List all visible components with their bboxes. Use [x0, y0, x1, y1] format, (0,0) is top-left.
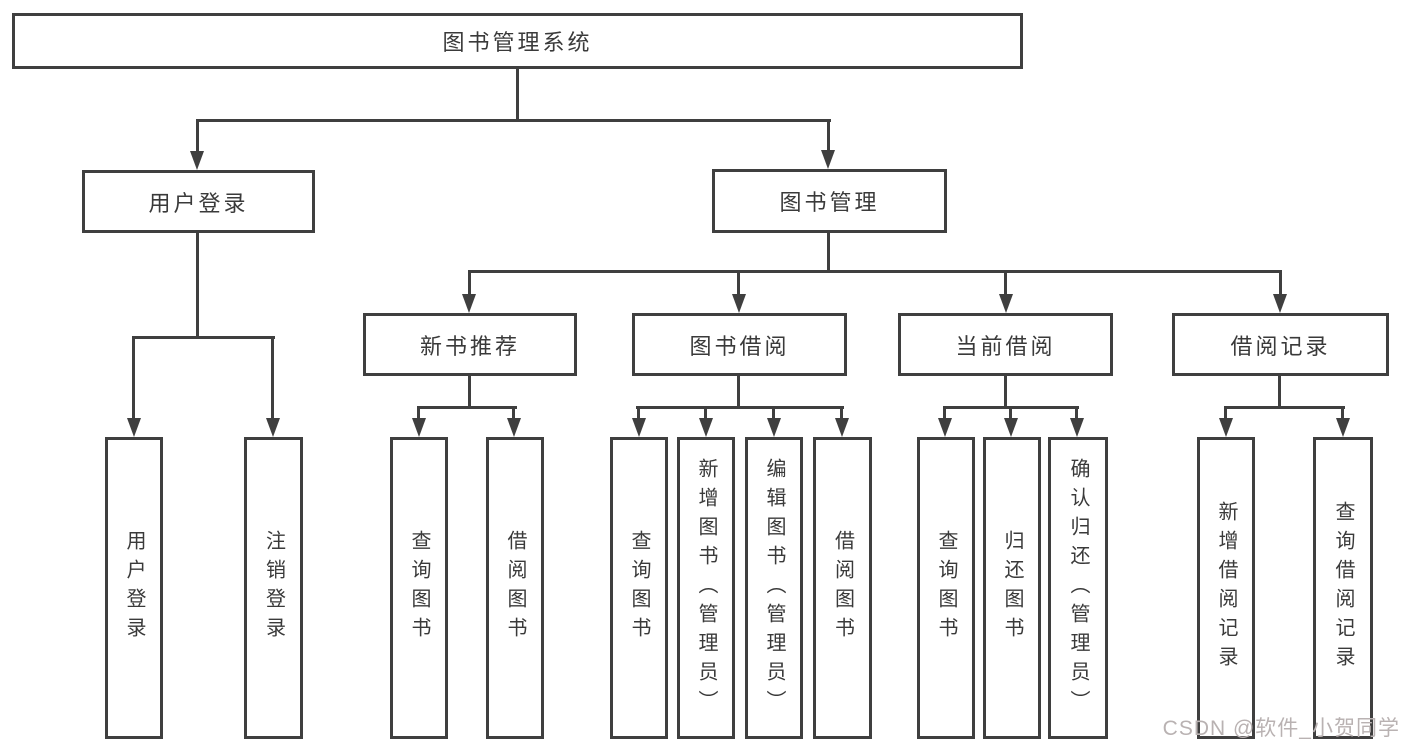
arrowhead-down-icon	[1070, 418, 1084, 437]
node-label: 当前借阅	[955, 333, 1056, 359]
arrowhead-down-icon	[938, 418, 952, 437]
node-borrow-records: 借阅记录	[1172, 313, 1389, 376]
connector-current-borrow-drop	[1004, 374, 1007, 409]
connector-to-leaf	[637, 406, 640, 422]
leaf-add-borrow-record: 新增借阅记录	[1197, 437, 1255, 739]
connector-to-borrow-records	[1279, 273, 1282, 298]
connector-branch-level2	[468, 270, 1282, 273]
node-label: 注销登录	[262, 530, 285, 646]
arrowhead-down-icon	[732, 294, 746, 313]
connector-borrow-records-drop	[1278, 374, 1281, 409]
node-label: 新书推荐	[419, 333, 520, 359]
connector-branch-level1	[196, 119, 831, 122]
connector-to-leaf	[772, 406, 775, 422]
connector-to-book-borrow	[737, 273, 740, 298]
connector-root-drop	[516, 66, 519, 122]
connector-to-book-management	[827, 122, 830, 154]
connector-to-leaf	[417, 406, 420, 422]
leaf-query-books-borrow: 查询图书	[610, 437, 668, 739]
node-label: 新增借阅记录	[1215, 501, 1237, 675]
arrowhead-down-icon	[462, 294, 476, 313]
node-book-borrow: 图书借阅	[632, 313, 847, 376]
arrowhead-down-icon	[266, 418, 280, 437]
connector-to-leaf	[943, 406, 946, 422]
node-label: 图书管理系统	[442, 30, 593, 55]
leaf-user-login: 用户登录	[105, 437, 163, 739]
arrowhead-down-icon	[835, 418, 849, 437]
leaf-query-books-current: 查询图书	[917, 437, 975, 739]
arrowhead-down-icon	[1219, 418, 1233, 437]
arrowhead-down-icon	[412, 418, 426, 437]
connector-to-leaf	[1341, 406, 1344, 422]
connector-to-current-borrow	[1004, 273, 1007, 298]
node-label: 用户登录	[123, 530, 145, 646]
node-label: 借阅记录	[1230, 333, 1331, 359]
arrowhead-down-icon	[699, 418, 713, 437]
connector-to-new-book	[468, 273, 471, 298]
node-label: 图书借阅	[689, 333, 790, 359]
leaf-borrow-books: 借阅图书	[813, 437, 872, 739]
connector-to-leaf	[1224, 406, 1227, 422]
connector-branch-new-book	[417, 406, 517, 409]
leaf-edit-book-admin: 编辑图书（管理员）	[745, 437, 803, 739]
connector-user-login-drop	[196, 231, 199, 339]
node-label: 查询借阅记录	[1332, 501, 1354, 675]
leaf-query-borrow-record: 查询借阅记录	[1313, 437, 1373, 739]
arrowhead-down-icon	[507, 418, 521, 437]
node-label: 查询图书	[408, 530, 430, 646]
node-book-management: 图书管理	[712, 169, 947, 233]
connector-to-leaf	[512, 406, 515, 422]
node-label: 新增图书（管理员）	[695, 457, 717, 719]
arrowhead-down-icon	[1273, 294, 1287, 313]
connector-to-leaf	[840, 406, 843, 422]
connector-new-book-drop	[468, 374, 471, 409]
leaf-return-book: 归还图书	[983, 437, 1041, 739]
connector-branch-user-login	[132, 336, 275, 339]
node-label: 确认归还（管理员）	[1067, 457, 1089, 719]
node-label: 编辑图书（管理员）	[763, 457, 785, 719]
node-label: 图书管理	[779, 190, 880, 215]
arrowhead-down-icon	[999, 294, 1013, 313]
node-label: 借阅图书	[504, 530, 526, 646]
arrowhead-down-icon	[632, 418, 646, 437]
leaf-query-books-recommend: 查询图书	[390, 437, 448, 739]
node-label: 查询图书	[628, 530, 650, 646]
node-new-book-recommend: 新书推荐	[363, 313, 577, 376]
arrowhead-down-icon	[1336, 418, 1350, 437]
connector-to-leaf	[704, 406, 707, 422]
arrowhead-down-icon	[190, 151, 204, 170]
leaf-confirm-return-admin: 确认归还（管理员）	[1048, 437, 1108, 739]
connector-to-leaf	[271, 339, 274, 422]
connector-to-user-login	[196, 122, 199, 155]
connector-branch-borrow-records	[1224, 406, 1345, 409]
connector-to-leaf	[132, 339, 135, 422]
leaf-logout: 注销登录	[244, 437, 303, 739]
leaf-borrow-books-recommend: 借阅图书	[486, 437, 544, 739]
node-label: 归还图书	[1001, 530, 1023, 646]
node-current-borrow: 当前借阅	[898, 313, 1113, 376]
node-user-login: 用户登录	[82, 170, 315, 233]
node-library-management-system: 图书管理系统	[12, 13, 1023, 69]
node-label: 用户登录	[148, 190, 249, 216]
node-label: 查询图书	[935, 530, 957, 646]
watermark: CSDN @软件_小贺同学	[1162, 717, 1400, 740]
connector-to-leaf	[1009, 406, 1012, 422]
arrowhead-down-icon	[821, 150, 835, 169]
arrowhead-down-icon	[767, 418, 781, 437]
connector-to-leaf	[1075, 406, 1078, 422]
node-label: 借阅图书	[831, 530, 854, 646]
arrowhead-down-icon	[1004, 418, 1018, 437]
leaf-add-book-admin: 新增图书（管理员）	[677, 437, 735, 739]
connector-branch-book-borrow	[636, 406, 844, 409]
connector-book-management-drop	[827, 231, 830, 273]
arrowhead-down-icon	[127, 418, 141, 437]
connector-book-borrow-drop	[737, 374, 740, 409]
